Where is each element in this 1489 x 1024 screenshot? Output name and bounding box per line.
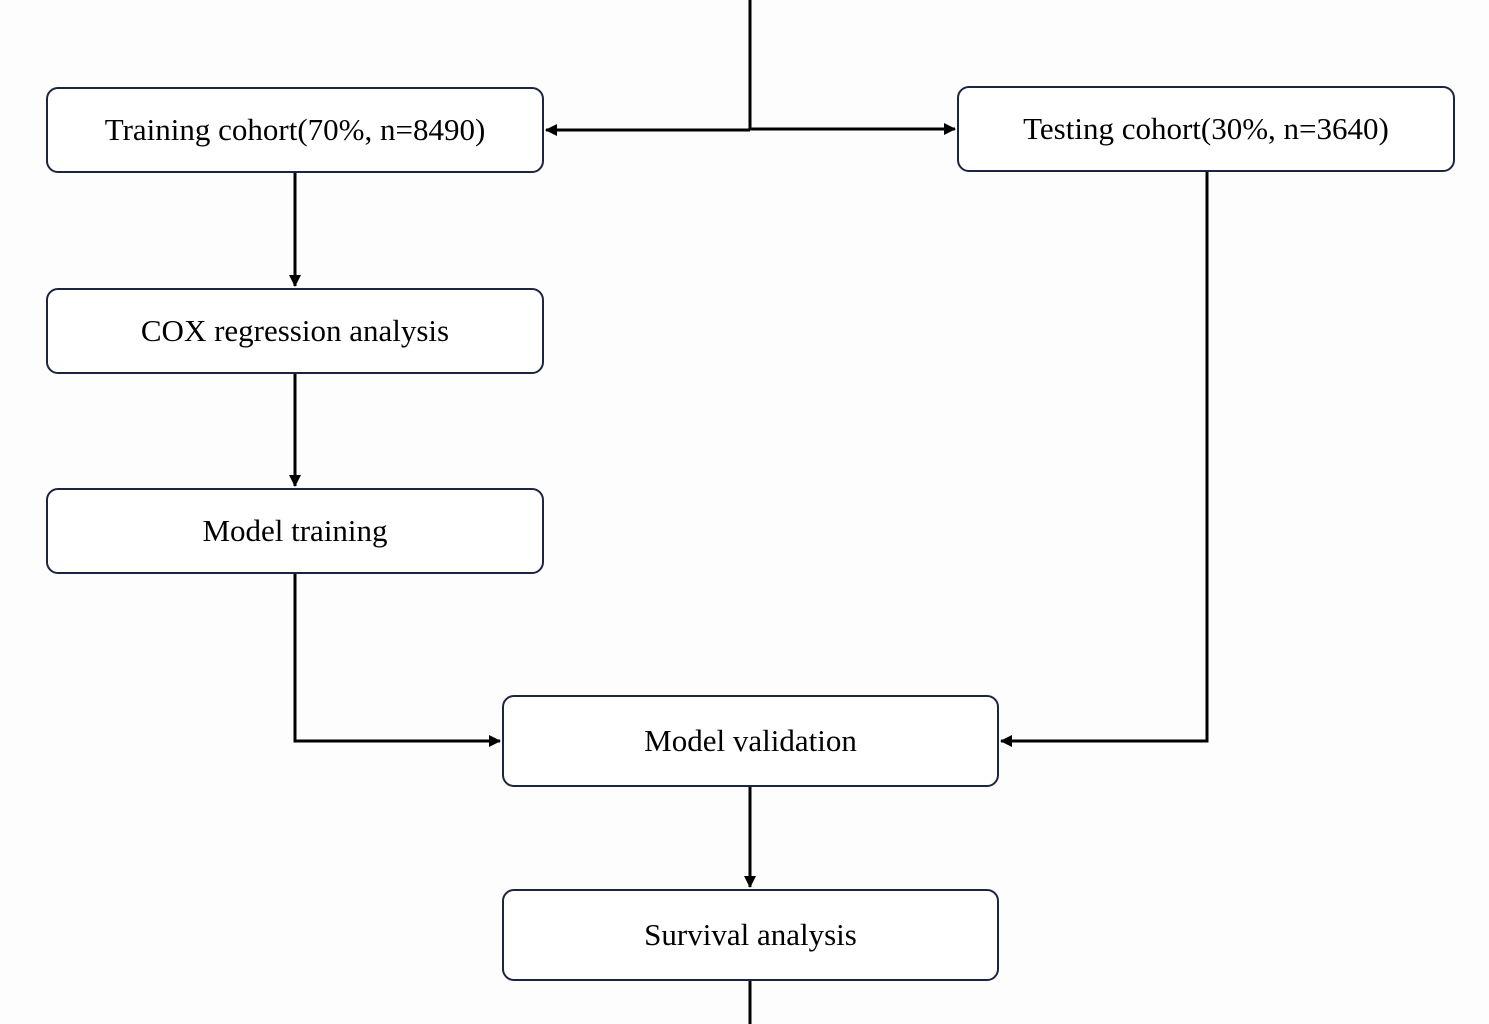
training-cohort-label: Training cohort(70%, n=8490)	[104, 112, 486, 147]
model-training-label: Model training	[202, 513, 388, 548]
testing-cohort-label: Testing cohort(30%, n=3640)	[1023, 111, 1389, 146]
cox-regression-label: COX regression analysis	[140, 313, 450, 348]
model-validation-box: Model validation	[502, 695, 999, 787]
cox-regression-box: COX regression analysis	[46, 288, 544, 374]
model-validation-label: Model validation	[644, 723, 857, 758]
model-training-box: Model training	[46, 488, 544, 574]
survival-analysis-label: Survival analysis	[644, 917, 857, 952]
testing-cohort-box: Testing cohort(30%, n=3640)	[957, 86, 1455, 172]
survival-analysis-box: Survival analysis	[502, 889, 999, 981]
connector-testing-to-validation	[1000, 172, 1209, 747]
training-cohort-box: Training cohort(70%, n=8490)	[46, 87, 544, 173]
connector-modeltraining-to-validation	[293, 574, 501, 747]
